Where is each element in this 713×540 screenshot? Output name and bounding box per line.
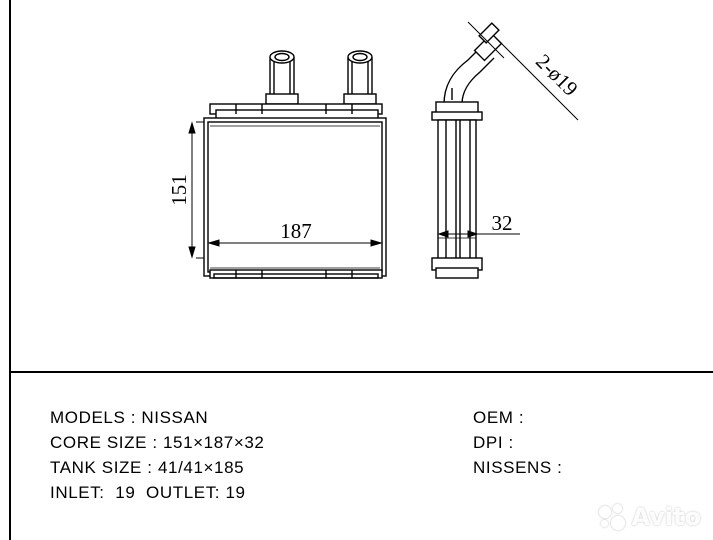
avito-logo-icon: [597, 502, 627, 532]
spec-tank-size: TANK SIZE : 41/41×185: [50, 458, 245, 477]
dimension-thickness-label: 32: [492, 211, 513, 235]
inlet-pipe: [265, 50, 299, 105]
dimension-pipe-label: 2-ø19: [531, 49, 583, 101]
dimension-width: [207, 239, 383, 247]
dimension-thickness: [437, 230, 520, 238]
spec-nissens: NISSENS :: [473, 458, 563, 477]
dimension-pipe: [467, 21, 579, 121]
spec-inlet-outlet: INLET: 19 OUTLET: 19: [50, 483, 246, 502]
dimension-height-label: 151: [167, 174, 191, 206]
spec-dpi: DPI :: [473, 433, 514, 452]
spec-models: MODELS : NISSAN: [50, 408, 209, 427]
avito-watermark-text: Avito: [631, 503, 701, 531]
spec-oem: OEM :: [473, 408, 525, 427]
front-view: [203, 50, 387, 279]
outlet-pipe: [343, 50, 377, 105]
dimension-width-label: 187: [280, 219, 312, 243]
dimension-height: [188, 121, 204, 259]
drawing-frame: [9, 0, 713, 540]
side-view: [431, 22, 503, 279]
spec-core-size: CORE SIZE : 151×187×32: [50, 433, 265, 452]
avito-watermark: Avito: [597, 502, 701, 532]
